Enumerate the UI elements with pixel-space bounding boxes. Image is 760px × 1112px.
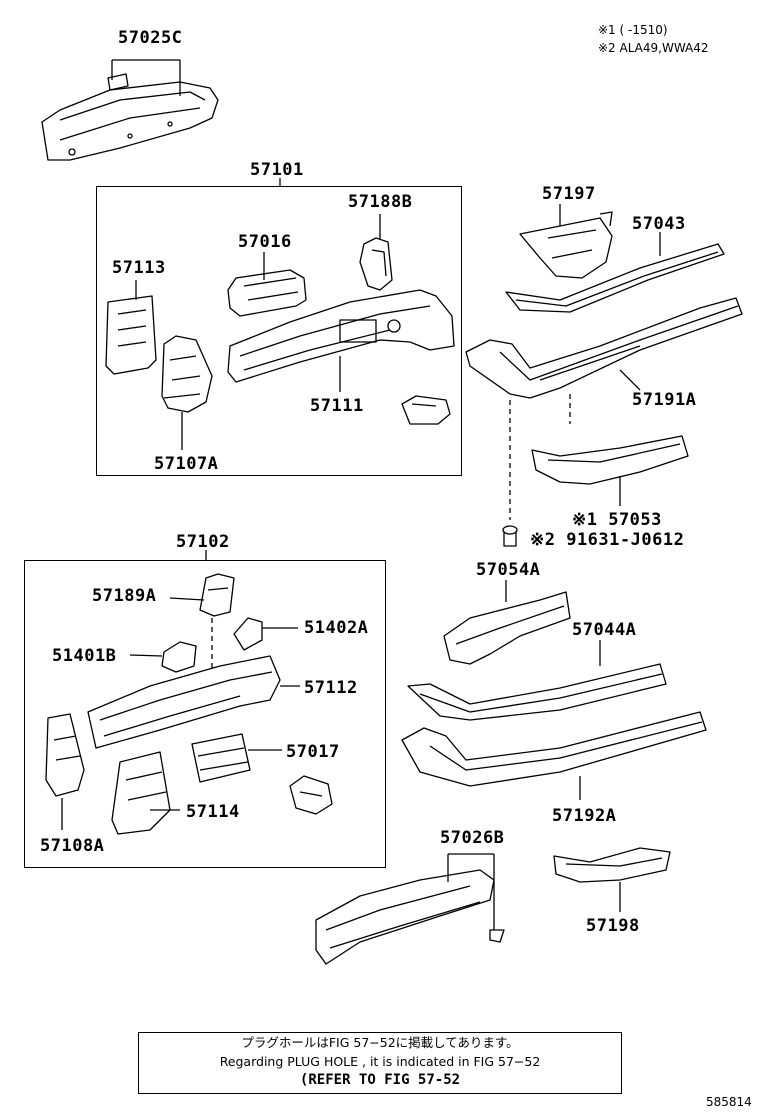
label-57026b[interactable]: 57026B [440,828,505,848]
part-51402a-drawing [233,617,298,651]
figure-id: 585814 [706,1095,752,1109]
notice-line-3: (REFER TO FIG 57-52 [299,1072,461,1088]
part-57016-drawing [227,252,307,317]
part-57053-drawing [531,435,689,506]
part-57054a-drawing [443,580,571,665]
label-57017[interactable]: 57017 [286,742,340,762]
note-2: ※2 ALA49,WWA42 [598,41,709,55]
label-57197[interactable]: 57197 [542,184,596,204]
label-57043[interactable]: 57043 [632,214,686,234]
label-57111[interactable]: 57111 [310,396,364,416]
label-57112[interactable]: 57112 [304,678,358,698]
part-57108a-drawing [45,713,85,830]
part-57191a-drawing [465,297,743,399]
label-57101[interactable]: 57101 [250,160,304,180]
notice-line-1: プラグホールはFIG 57−52に掲載してあります。 [241,1035,519,1050]
note-1: ※1 ( -1510) [598,23,668,37]
part-57026b-drawing [315,853,505,965]
bracket-drawing [401,395,451,425]
label-51402a[interactable]: 51402A [304,618,369,638]
label-57044a[interactable]: 57044A [572,620,637,640]
part-51401b-drawing [129,641,197,673]
part-57188b-drawing [359,214,393,291]
label-57192a[interactable]: 57192A [552,806,617,826]
group-frame-57102 [24,560,386,868]
part-57017-drawing [191,733,282,783]
notice-line-2: Regarding PLUG HOLE , it is indicated in… [219,1054,541,1069]
bolt-drawing [502,525,518,547]
label-57188b[interactable]: 57188B [348,192,413,212]
label-57107a[interactable]: 57107A [154,454,219,474]
part-57192a-drawing [401,711,707,800]
part-57197-drawing [519,204,613,279]
part-57198-drawing [553,847,671,912]
group-frame-57101 [96,186,462,476]
label-57198[interactable]: 57198 [586,916,640,936]
part-57114-drawing [111,751,180,835]
label-57025c[interactable]: 57025C [118,28,183,48]
part-57025c-drawing [41,59,219,161]
label-91631-j0612[interactable]: ※2 91631-J0612 [530,530,685,550]
part-57043-drawing [505,232,725,313]
label-57114[interactable]: 57114 [186,802,240,822]
label-57113[interactable]: 57113 [112,258,166,278]
part-57112-drawing [87,655,300,749]
part-57189a-drawing [169,573,235,668]
plug-hole-notice: プラグホールはFIG 57−52に掲載してあります。 Regarding PLU… [138,1032,622,1094]
part-57113-drawing [105,280,157,375]
label-57191a[interactable]: 57191A [632,390,697,410]
label-57189a[interactable]: 57189A [92,586,157,606]
label-57102[interactable]: 57102 [176,532,230,552]
part-57111-drawing [227,289,455,392]
part-57044a-drawing [407,640,667,721]
part-57107a-drawing [161,335,213,450]
label-51401b[interactable]: 51401B [52,646,117,666]
label-57016[interactable]: 57016 [238,232,292,252]
bracket-2-drawing [289,775,333,815]
label-57108a[interactable]: 57108A [40,836,105,856]
label-57054a[interactable]: 57054A [476,560,541,580]
label-57053[interactable]: ※1 57053 [572,510,662,530]
